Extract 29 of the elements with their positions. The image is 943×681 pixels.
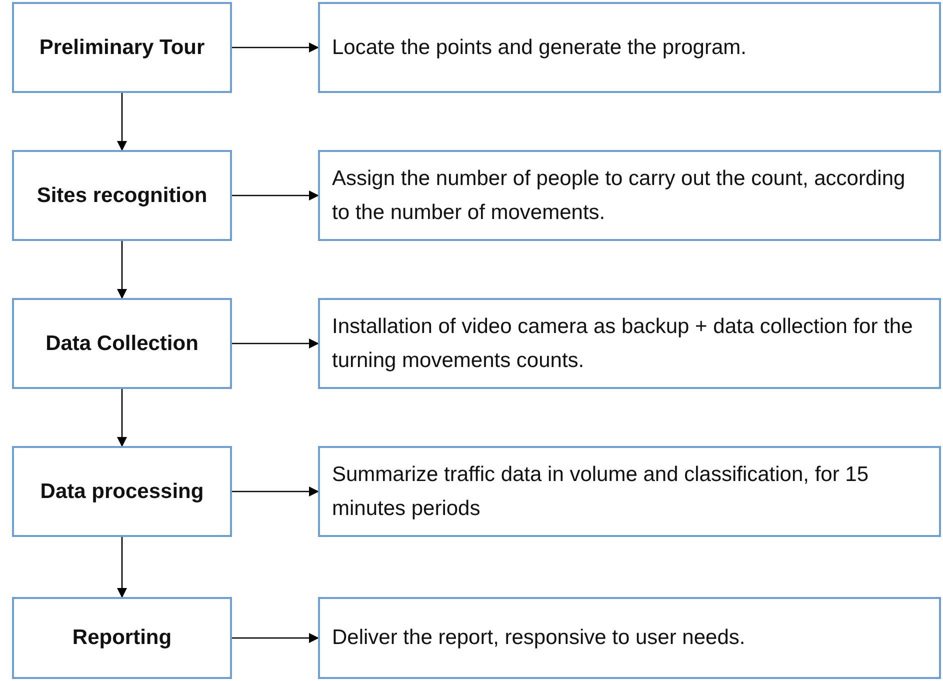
arrow <box>232 190 319 200</box>
step-label: Data processing <box>40 478 204 504</box>
step-box <box>12 298 232 389</box>
description-text: Deliver the report, responsive to user needs. <box>332 625 746 651</box>
description-text: Assign the number of people to carry out the count, according to the number of movements. <box>332 166 906 226</box>
arrow <box>117 537 127 598</box>
step-box <box>12 597 232 679</box>
arrow <box>232 42 319 52</box>
step-label: Sites recognition <box>36 182 208 208</box>
arrow <box>232 633 319 643</box>
description-box <box>318 446 941 537</box>
description-text: Locate the points and generate the program. <box>332 34 746 60</box>
step-label: Preliminary Tour <box>39 34 205 60</box>
description-box <box>318 298 941 389</box>
step-box <box>12 150 232 241</box>
arrow <box>117 389 127 447</box>
description-box <box>318 2 941 93</box>
step-box <box>12 446 232 537</box>
arrow <box>232 486 319 496</box>
step-label: Reporting <box>72 625 172 651</box>
step-label: Data Collection <box>46 330 198 356</box>
description-text: Summarize traffic data in volume and classification, for 15 minutes periods <box>332 462 870 522</box>
description-box <box>318 597 941 679</box>
step-box <box>12 2 232 93</box>
arrow <box>117 241 127 299</box>
description-box <box>318 150 941 241</box>
arrow <box>232 338 319 348</box>
description-text: Installation of video camera as backup + data collection for the turning movements counts. <box>332 314 914 374</box>
arrow <box>117 93 127 151</box>
